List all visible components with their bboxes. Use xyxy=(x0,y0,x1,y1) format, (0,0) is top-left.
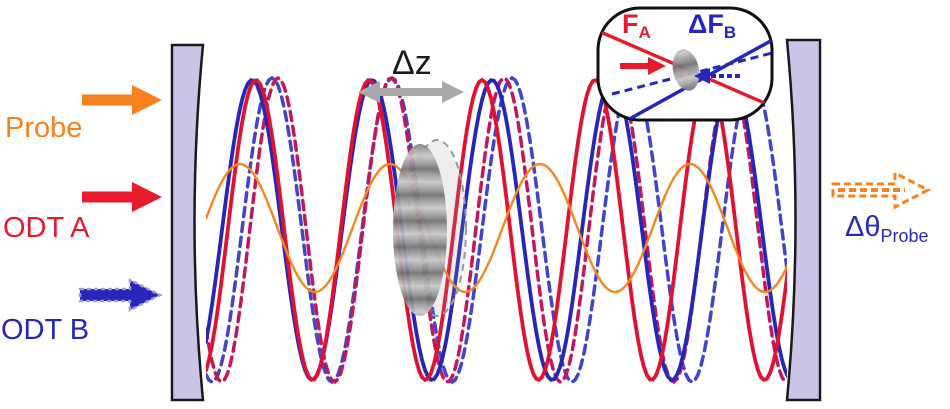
odt-b-arrow xyxy=(78,277,163,313)
force-inset-content xyxy=(598,28,772,120)
force-a-subscript: A xyxy=(638,23,651,42)
force-b-arrow-head xyxy=(694,68,710,84)
probe-arrow xyxy=(82,85,162,115)
delta-theta-symbol: Δθ xyxy=(845,211,881,243)
probe-output-arrow xyxy=(831,170,932,210)
force-inset xyxy=(596,6,774,122)
odt-b-wave-displaced xyxy=(206,75,787,385)
force-b-potential-line xyxy=(623,36,772,120)
force-a-arrow-head xyxy=(648,57,666,75)
delta-theta-probe-label: ΔθProbe xyxy=(845,211,929,246)
intracavity-standing-waves xyxy=(206,75,787,385)
odt-a-arrow-head xyxy=(132,182,162,212)
force-b-subscript: B xyxy=(723,23,737,42)
delta-z-arrow-left-head xyxy=(358,81,380,103)
odt-a-label: ODT A xyxy=(3,212,90,244)
probe-wave xyxy=(206,162,787,294)
odt-a-arrow xyxy=(82,182,162,212)
inset-atom-cloud xyxy=(672,49,700,91)
force-b-symbol: ΔF xyxy=(688,9,724,39)
force-a-symbol: F xyxy=(622,9,639,39)
force-b-label: ΔFB xyxy=(688,9,736,42)
delta-theta-subscript: Probe xyxy=(880,226,929,246)
delta-z-arrow xyxy=(358,81,464,103)
delta-z-arrow-right-head xyxy=(442,81,464,103)
probe-arrow-head xyxy=(132,85,162,115)
odt-b-label: ODT B xyxy=(1,314,90,346)
force-a-label: FA xyxy=(622,9,651,42)
probe-output-arrow-outline xyxy=(831,170,932,210)
odt-b-arrow-body xyxy=(78,277,163,313)
probe-label: Probe xyxy=(5,112,83,144)
left-cavity-mirror xyxy=(170,43,205,402)
atom-cloud xyxy=(393,144,447,316)
right-cavity-mirror xyxy=(785,38,822,402)
odt-a-wave xyxy=(206,77,787,383)
delta-z-label: Δz xyxy=(392,44,432,82)
